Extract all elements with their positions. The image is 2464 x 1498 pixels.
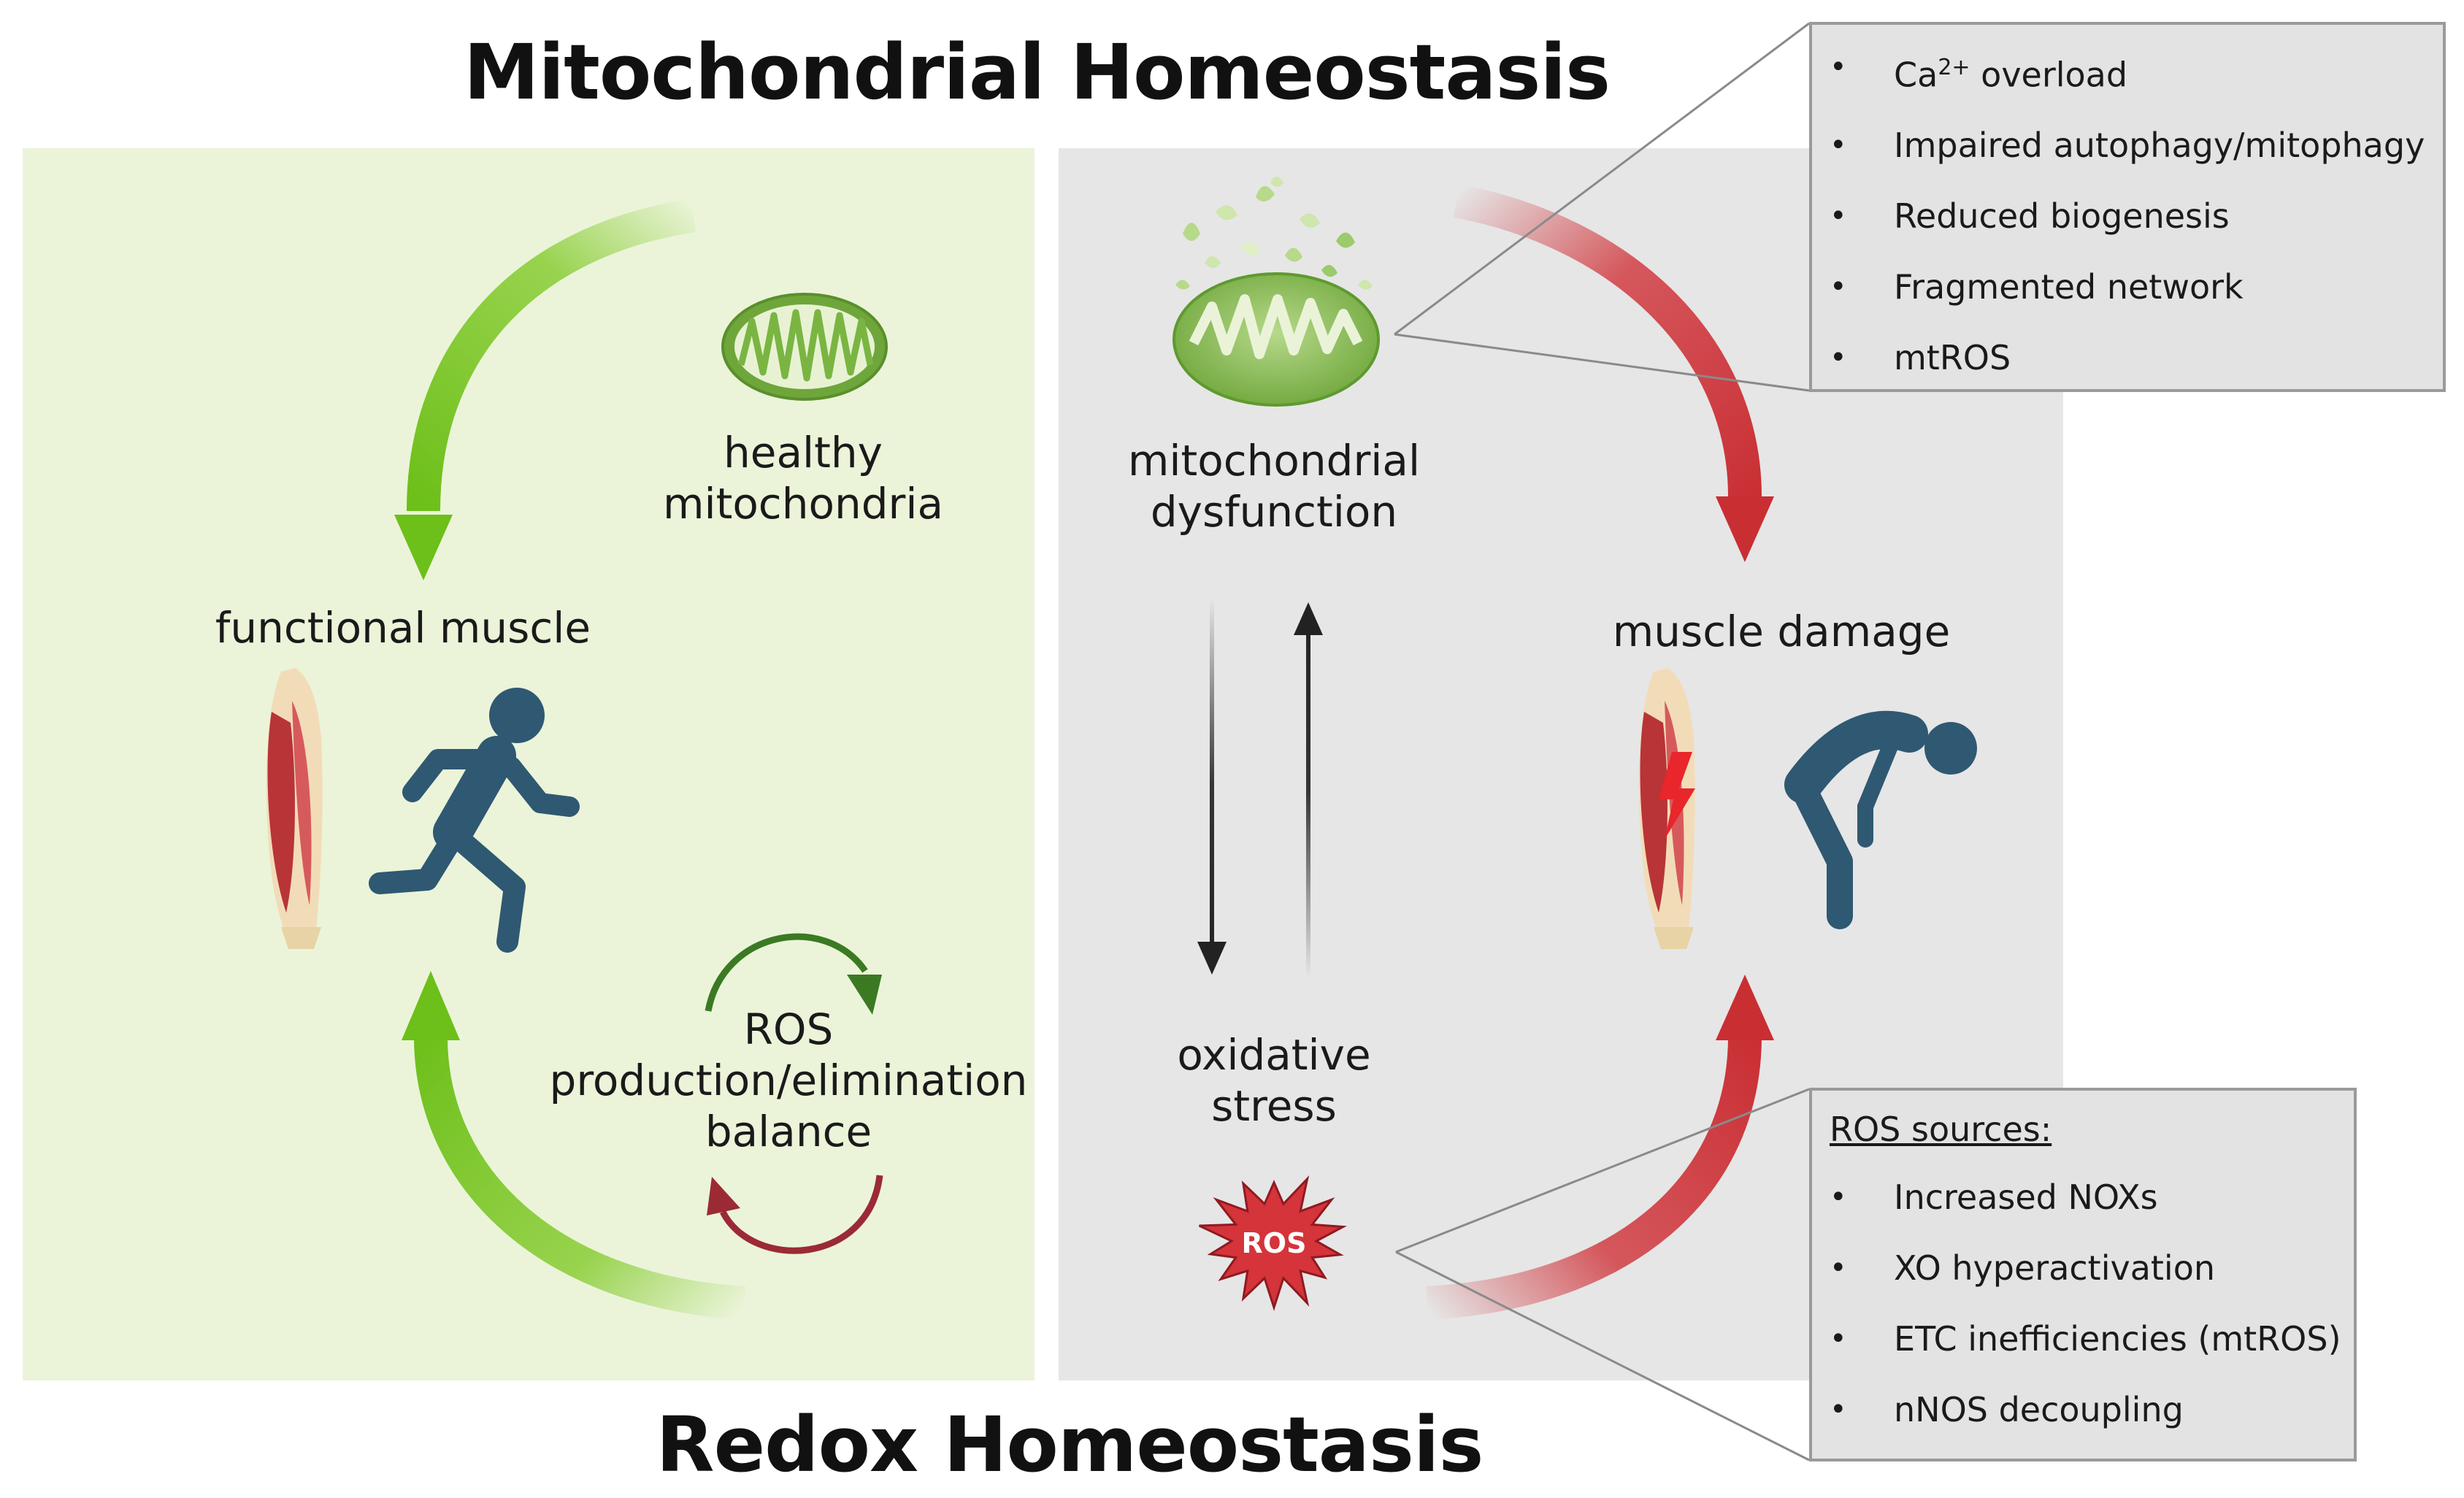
ros-badge-text: ROS (1242, 1227, 1307, 1259)
ros-source-item: nNOS decoupling (1812, 1375, 2354, 1445)
dysfunction-list: Ca2+ overload Impaired autophagy/mitopha… (1812, 32, 2443, 393)
dysfunction-item-calcium: Ca2+ overload (1812, 32, 2443, 110)
ros-sources-heading: ROS sources: (1830, 1110, 2052, 1149)
exhausted-person-icon (1784, 710, 1977, 929)
title-mitochondrial-homeostasis: Mitochondrial Homeostasis (464, 28, 1611, 117)
dysfunction-details-box: Ca2+ overload Impaired autophagy/mitopha… (1809, 22, 2446, 393)
healthy-mitochondria-label: healthy mitochondria (621, 427, 986, 529)
connector-lines-ros (1395, 1088, 1810, 1461)
dysfunction-line2: dysfunction (1150, 487, 1398, 537)
ros-source-item: ETC inefficiencies (mtROS) (1812, 1304, 2354, 1375)
red-arrow-top (1453, 184, 1774, 562)
healthy-mito-line1: healthy (724, 428, 883, 477)
ros-balance-line2: production/elimination (549, 1056, 1028, 1105)
ros-balance-line1: ROS (743, 1005, 834, 1054)
ros-starburst-icon: ROS (1198, 1175, 1347, 1311)
dysfunction-item: Impaired autophagy/mitophagy (1812, 110, 2443, 181)
ros-source-item: XO hyperactivation (1812, 1233, 2354, 1304)
calcium-rest: overload (1970, 55, 2128, 95)
red-arrow-bottom (1426, 975, 1774, 1320)
oxidative-stress-line1: oxidative (1177, 1030, 1371, 1080)
healthy-mitochondrion-icon (721, 293, 888, 401)
functional-muscle-label: functional muscle (215, 603, 591, 653)
balance-arrow-dark-red (707, 1175, 883, 1254)
ros-balance-line3: balance (705, 1107, 872, 1156)
dysfunction-line1: mitochondrial (1127, 436, 1421, 485)
healthy-mito-line2: mitochondria (662, 479, 944, 529)
dysfunction-item: Fragmented network (1812, 252, 2443, 323)
ros-sources-box: ROS sources: Increased NOXs XO hyperacti… (1809, 1088, 2357, 1461)
dysfunctional-mitochondrion-icon (1172, 177, 1380, 407)
ros-sources-list: Increased NOXs XO hyperactivation ETC in… (1812, 1162, 2354, 1445)
running-person-icon (369, 688, 580, 953)
dysfunction-item: Reduced biogenesis (1812, 181, 2443, 252)
muscle-damage-label: muscle damage (1612, 607, 1951, 656)
green-arrow-top (394, 199, 696, 580)
ros-source-item: Increased NOXs (1812, 1162, 2354, 1233)
oxidative-stress-label: oxidative stress (1128, 1029, 1420, 1132)
damaged-leg-muscle-icon (1638, 668, 1695, 949)
calcium-base: Ca (1894, 55, 1938, 95)
balance-arrow-dark-green (705, 933, 882, 1015)
calcium-charge: 2+ (1938, 55, 1970, 80)
connector-lines-dysfunction (1394, 22, 1810, 392)
title-redox-homeostasis: Redox Homeostasis (656, 1400, 1484, 1489)
healthy-leg-muscle-icon (266, 668, 323, 949)
dysfunction-item: mtROS (1812, 323, 2443, 393)
green-arrow-bottom (402, 971, 746, 1320)
mitochondrial-dysfunction-label: mitochondrial dysfunction (1081, 435, 1467, 537)
arrow-up-to-dysfunction (1294, 602, 1323, 982)
oxidative-stress-line2: stress (1211, 1081, 1337, 1131)
ros-balance-label: ROS production/elimination balance (526, 1004, 1051, 1157)
arrow-down-to-stress (1197, 595, 1227, 975)
